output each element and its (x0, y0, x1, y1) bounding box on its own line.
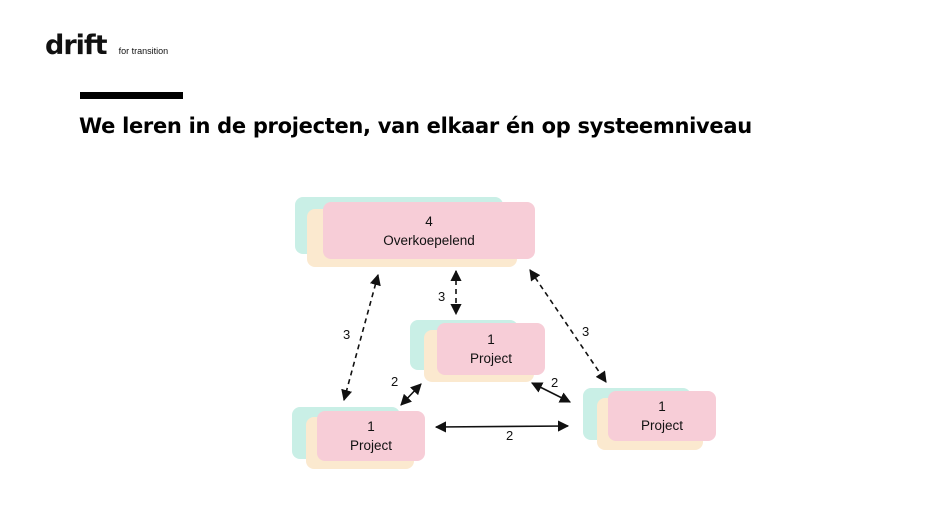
node-label: Project (349, 438, 393, 453)
node-project-right: 1 Project (583, 388, 716, 450)
edge-label-left-middle: 2 (391, 374, 399, 389)
node-card: 1 Project (608, 391, 716, 441)
node-label: Project (640, 418, 684, 433)
arrow-top-left (341, 273, 381, 402)
edge-label-middle-right: 2 (551, 375, 559, 390)
node-number: 1 (367, 419, 375, 434)
node-card: 4 Overkoepelend (323, 202, 535, 259)
node-number: 4 (425, 213, 433, 229)
node-overkoepelend: 4 Overkoepelend (295, 197, 535, 267)
edge-label-left-right: 2 (506, 428, 514, 443)
node-project-middle: 1 Project (410, 320, 545, 382)
slide-title: We leren in de projecten, van elkaar én … (79, 114, 752, 138)
arrow-left-middle (400, 383, 422, 406)
logo-tagline: for transition (118, 46, 169, 56)
edge-label-top-middle: 3 (438, 289, 446, 304)
logo-wordmark: drift (45, 30, 108, 61)
node-label: Overkoepelend (383, 232, 475, 248)
node-number: 1 (658, 399, 666, 414)
drift-logo: drift for transition (45, 30, 168, 61)
arrow-top-right (529, 269, 607, 383)
edge-label-top-left: 3 (343, 327, 351, 342)
edge-label-top-right: 3 (582, 324, 590, 339)
node-card: 1 Project (437, 323, 545, 375)
title-accent-bar (80, 92, 183, 99)
node-label: Project (469, 351, 513, 366)
arrow-left-right (434, 420, 570, 433)
arrow-middle-right (530, 382, 572, 403)
node-project-left: 1 Project (292, 407, 425, 469)
node-number: 1 (487, 332, 495, 347)
node-card: 1 Project (317, 411, 425, 461)
